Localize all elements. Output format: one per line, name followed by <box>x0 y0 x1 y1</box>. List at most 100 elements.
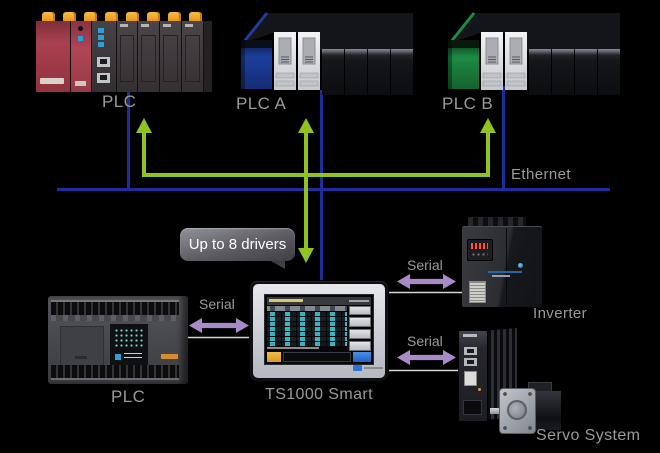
network-module <box>91 21 116 92</box>
orange-connector <box>147 12 160 22</box>
rj45-port <box>96 57 110 67</box>
rack-top-face <box>243 13 413 51</box>
servo-system-image <box>458 328 623 434</box>
green-branch-line <box>142 131 490 177</box>
screen-bottom-bar <box>267 351 371 362</box>
orange-connector <box>105 12 118 22</box>
hmi-image <box>250 281 388 381</box>
module-label-strip <box>40 78 64 84</box>
orange-connector <box>126 12 139 22</box>
screen-button <box>349 329 371 339</box>
reset-button <box>77 26 83 31</box>
brand-logo-icon <box>353 365 362 371</box>
module-top-band <box>448 40 479 48</box>
drivers-callout: Up to 8 drivers <box>180 228 295 261</box>
accent-edge <box>448 12 476 44</box>
titlebar-clock <box>349 299 369 302</box>
rj45-port <box>96 73 110 83</box>
brand-logo-icon <box>518 263 523 268</box>
io-module <box>138 21 160 92</box>
arrow-down-icon <box>298 248 314 263</box>
inverter-image <box>462 217 542 307</box>
screen-side-buttons <box>349 305 371 351</box>
ethernet-label: Ethernet <box>511 166 571 183</box>
servo-label: Servo System <box>536 427 641 444</box>
plc-a-image <box>241 12 413 95</box>
module-shade <box>448 40 452 89</box>
arrow-up-icon <box>298 118 314 133</box>
table-header <box>267 305 347 311</box>
motor-shaft <box>490 408 501 414</box>
servo-drive <box>458 330 488 422</box>
rack-top-face <box>450 13 620 51</box>
table-footnote <box>267 346 347 351</box>
screen-entry-field <box>283 351 351 362</box>
io-connector <box>464 371 477 386</box>
double-arrow-icon <box>397 350 456 365</box>
plc-a-label: PLC A <box>236 94 287 113</box>
run-led <box>115 354 121 360</box>
rating-label <box>469 281 486 303</box>
serial-label: Serial <box>199 296 235 312</box>
double-arrow-icon <box>189 318 249 333</box>
vent-grill <box>468 217 526 228</box>
motor-body <box>534 391 561 430</box>
status-led <box>97 28 104 33</box>
cpu-module-front <box>448 40 479 89</box>
status-led <box>77 36 83 41</box>
power-module <box>36 21 70 92</box>
orange-connector <box>63 12 76 22</box>
white-module <box>298 32 320 90</box>
black-io-modules <box>322 49 413 95</box>
cpu-module-front <box>241 40 272 89</box>
screen-button <box>349 340 371 351</box>
plc-b-label: PLC B <box>442 94 494 113</box>
rj45-port <box>464 347 477 355</box>
orange-connector <box>42 12 55 22</box>
panel-seam <box>506 228 507 305</box>
io-module <box>116 21 138 92</box>
screen-titlebar <box>267 297 371 305</box>
model-text <box>492 275 510 277</box>
drive-label <box>463 334 477 337</box>
table-rows <box>267 311 347 347</box>
compact-plc-label: PLC <box>111 387 146 406</box>
accent-edge <box>241 12 269 44</box>
serial-label: Serial <box>407 333 443 349</box>
white-module <box>481 32 503 90</box>
black-io-modules <box>529 49 620 95</box>
orange-connector <box>168 12 181 22</box>
screen-button <box>349 317 371 328</box>
rj45-port <box>464 358 477 366</box>
module-label-strip <box>74 81 86 86</box>
status-led-grid <box>114 328 144 348</box>
serial-label: Serial <box>407 257 443 273</box>
orange-connector <box>189 12 202 22</box>
keypad <box>467 239 493 261</box>
model-tag <box>161 354 178 359</box>
cpu-module <box>70 21 91 92</box>
panel-text-lines <box>124 353 142 361</box>
io-module <box>182 21 204 92</box>
led-panel <box>110 324 148 366</box>
terminal-label-row <box>51 315 179 321</box>
led-display <box>471 243 488 249</box>
status-led <box>478 388 481 391</box>
inverter-body <box>462 226 542 307</box>
plc-rack-label: PLC <box>102 92 137 111</box>
arrow-up-icon <box>136 118 152 133</box>
screen-button <box>349 305 371 316</box>
power-connector <box>463 400 482 415</box>
screen-confirm-button <box>353 351 371 362</box>
access-door <box>60 326 104 366</box>
compact-plc-image <box>48 296 188 384</box>
terminal-strip <box>51 365 179 380</box>
rack-side-panel <box>204 21 212 92</box>
module-shade <box>241 40 245 89</box>
accent-line <box>488 271 522 273</box>
orange-connector <box>84 12 97 22</box>
terminal-strip <box>51 300 179 315</box>
hmi-touchscreen <box>264 294 374 365</box>
